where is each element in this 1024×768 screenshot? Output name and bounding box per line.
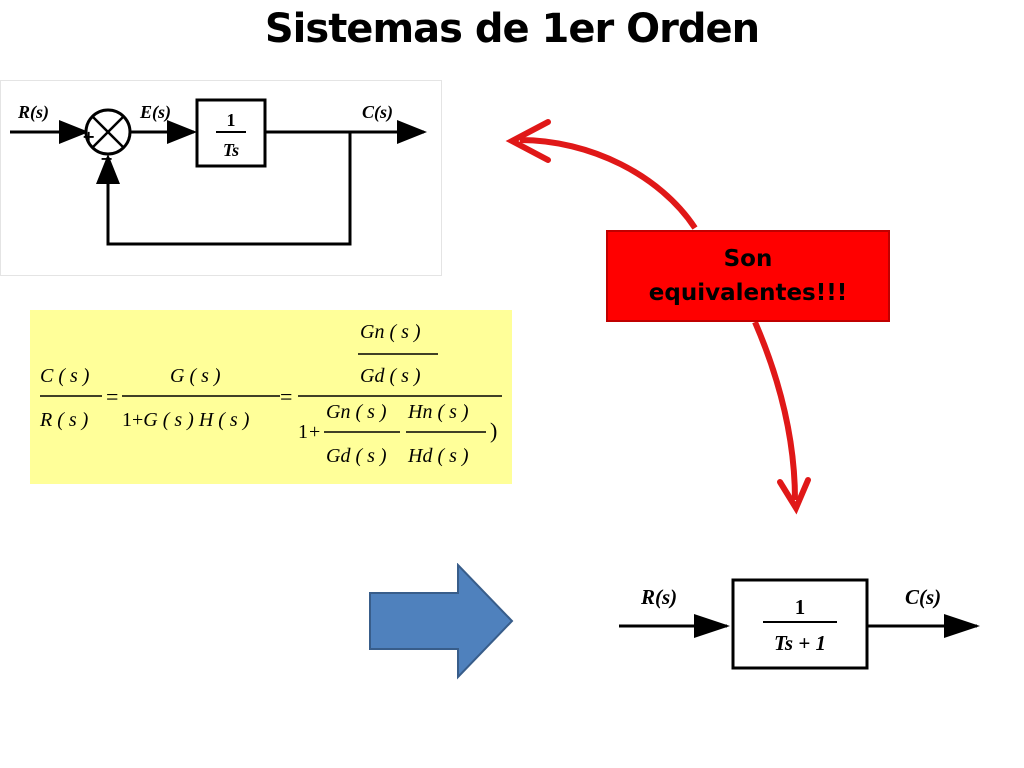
simplified-input-label: R(s) xyxy=(640,585,677,609)
curve-arrow-down xyxy=(752,320,798,501)
input-label: R(s) xyxy=(17,102,49,123)
arrowhead-down xyxy=(777,477,811,515)
simplified-transfer-block xyxy=(731,578,869,670)
mid-den-rest: G ( s ) H ( s ) xyxy=(143,409,249,431)
mid-den-one: 1 xyxy=(122,409,132,431)
sum-plus-sign: + xyxy=(82,127,95,146)
simplified-block-numerator: 1 xyxy=(795,595,806,619)
equals-sign-1: = xyxy=(106,384,118,409)
rhs-close-paren: ) xyxy=(490,418,497,443)
rhs-f2-denominator: Hd ( s ) xyxy=(407,445,469,467)
curve-arrow-up xyxy=(519,137,698,230)
rhs-top-numerator: Gn ( s ) xyxy=(360,321,421,343)
callout-line-2: equivalentes!!! xyxy=(648,280,848,306)
formula-svg: C ( s ) R ( s ) = G ( s ) 1+G ( s ) H ( … xyxy=(39,321,502,467)
simplified-block-denominator: Ts + 1 xyxy=(774,631,826,655)
output-label: C(s) xyxy=(362,102,393,123)
simplified-block-diagram: R(s) 1 Ts + 1 C(s) xyxy=(615,570,985,685)
rhs-top-denominator: Gd ( s ) xyxy=(360,365,421,387)
right-block-arrow xyxy=(368,562,518,688)
rhs-f1-numerator: Gn ( s ) xyxy=(326,401,387,423)
transfer-function-formula: C ( s ) R ( s ) = G ( s ) 1+G ( s ) H ( … xyxy=(30,310,512,484)
feedback-diagram-svg: R(s) + − E(s) 1 Ts C(s) xyxy=(10,98,427,246)
error-label: E(s) xyxy=(139,102,171,123)
slide-title: Sistemas de 1er Orden xyxy=(264,6,760,52)
callout-line-1: Son xyxy=(723,246,773,272)
lhs-numerator: C ( s ) xyxy=(40,365,90,387)
simplified-output-label: C(s) xyxy=(905,585,941,609)
equals-sign-2: = xyxy=(280,384,292,409)
arrowhead-up xyxy=(505,119,551,163)
feedback-path xyxy=(96,132,352,246)
mid-denominator: 1+G ( s ) H ( s ) xyxy=(122,409,250,431)
block-arrow-shape xyxy=(369,562,514,680)
mid-numerator: G ( s ) xyxy=(170,365,221,387)
equivalence-callout: Son equivalentes!!! xyxy=(606,230,890,322)
rhs-f1-denominator: Gd ( s ) xyxy=(326,445,387,467)
feedback-block-diagram: R(s) + − E(s) 1 Ts C(s) xyxy=(0,80,442,276)
block-numerator: 1 xyxy=(227,110,236,130)
rhs-one: 1 xyxy=(298,421,308,443)
rhs-plus: + xyxy=(309,421,320,443)
block-arrow-svg xyxy=(369,562,514,680)
rhs-f2-numerator: Hn ( s ) xyxy=(407,401,469,423)
mid-den-plus: + xyxy=(132,409,143,431)
summing-junction: + − xyxy=(82,108,132,168)
block-denominator: Ts xyxy=(223,140,239,160)
lhs-denominator: R ( s ) xyxy=(39,409,89,431)
simplified-diagram-svg: R(s) 1 Ts + 1 C(s) xyxy=(619,578,980,670)
